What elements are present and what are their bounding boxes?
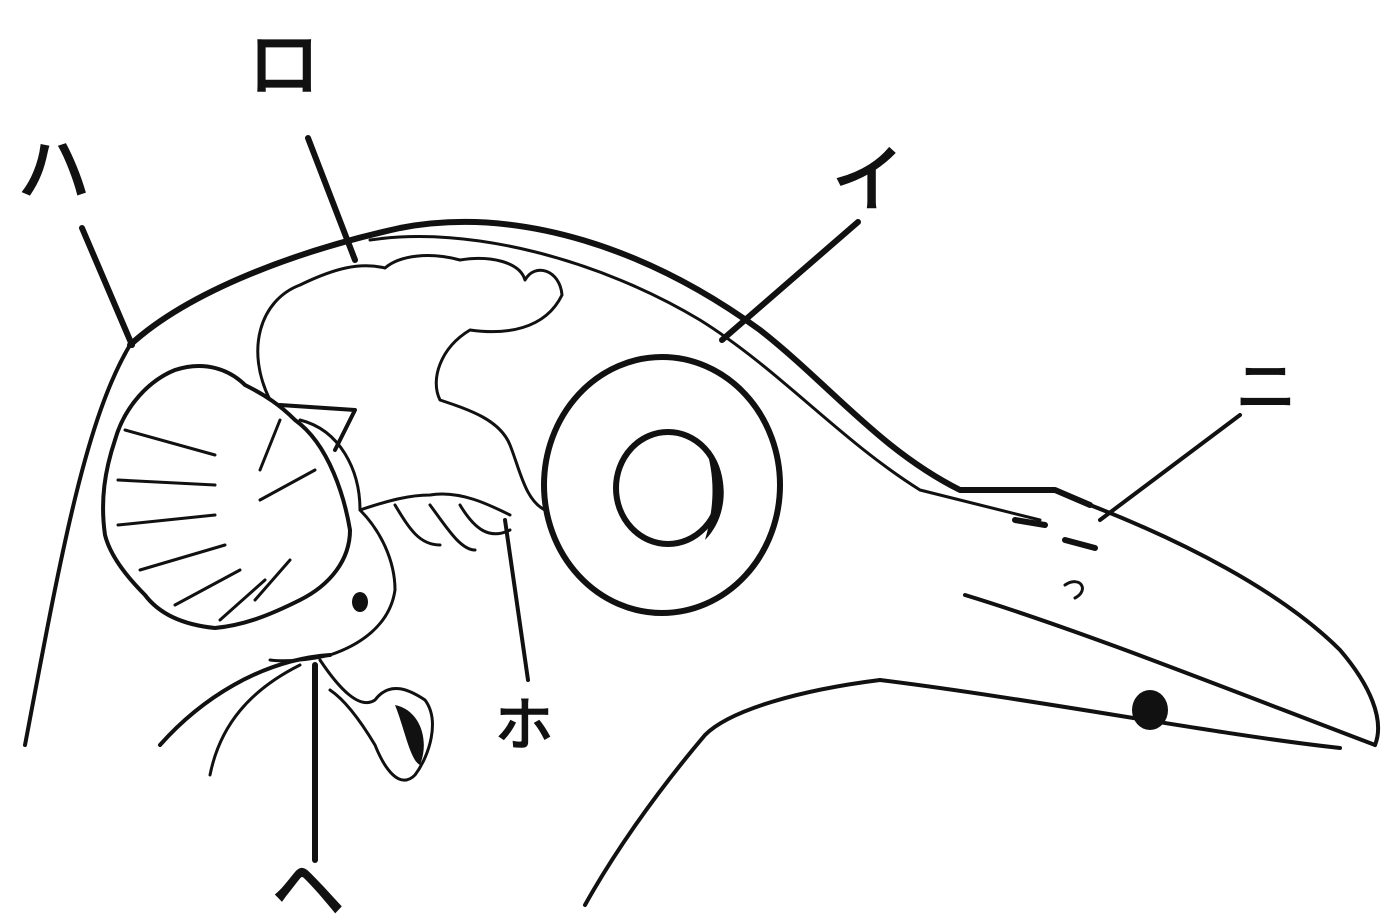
nostril-mark bbox=[1015, 520, 1095, 548]
label-ni: ニ bbox=[1236, 353, 1296, 423]
lower-beak bbox=[880, 680, 1340, 748]
label-ro: ロ bbox=[248, 23, 320, 107]
nostril-squiggle bbox=[1065, 582, 1082, 598]
cerebrum bbox=[258, 256, 562, 510]
brainstem bbox=[270, 510, 395, 661]
leader-line-ho bbox=[505, 520, 528, 680]
leader-line-ro bbox=[308, 138, 355, 260]
leader-line-i bbox=[722, 222, 858, 340]
pituitary-shade bbox=[395, 705, 424, 765]
spinal-cord-upper bbox=[160, 655, 330, 745]
eye-socket bbox=[544, 357, 780, 613]
ventricle-dot bbox=[352, 592, 368, 612]
beak-dot bbox=[1132, 690, 1168, 730]
spinal-cord-lower bbox=[210, 665, 300, 775]
label-ha: ハ bbox=[18, 128, 90, 212]
brain-folds bbox=[395, 505, 510, 550]
throat-outline bbox=[585, 680, 880, 905]
neck-outline bbox=[25, 345, 130, 745]
eye-pupil-outline bbox=[616, 432, 720, 544]
leader-line-ha bbox=[82, 228, 132, 345]
label-he: ヘ bbox=[272, 848, 344, 921]
head-outline bbox=[130, 222, 1090, 505]
label-ho: ホ bbox=[495, 691, 553, 759]
cerebellum-folia bbox=[118, 420, 315, 620]
label-i: イ bbox=[832, 138, 904, 222]
leader-line-ni bbox=[1100, 415, 1240, 520]
